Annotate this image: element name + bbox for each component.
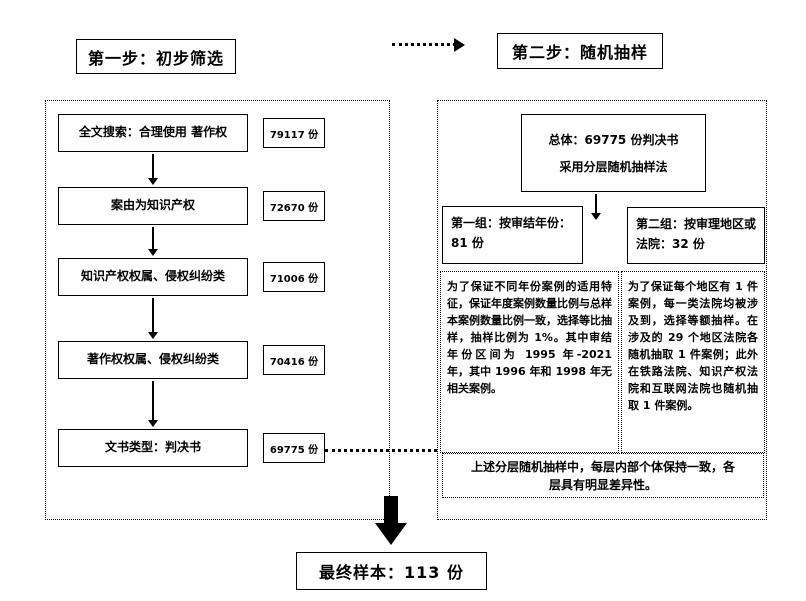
screening-label: 著作权权属、侵权纠纷类 — [58, 341, 248, 379]
down-arrow-icon — [589, 194, 603, 220]
group1-box: 第一组：按审结年份：81 份 — [442, 206, 583, 264]
screening-label: 案由为知识产权 — [58, 187, 248, 225]
population-line1: 总体：69775 份判决书 — [548, 133, 679, 147]
group2-box: 第二组：按审理地区或法院：32 份 — [627, 207, 765, 264]
screening-label: 文书类型：判决书 — [58, 429, 248, 467]
screening-count: 71006 份 — [263, 262, 325, 292]
group1-desc: 为了保证不同年份案例的适用特征，保证年度案例数量比例与总样本案例数量比例一致，选… — [440, 271, 619, 453]
sampling-panel: 总体：69775 份判决书 采用分层随机抽样法 第一组：按审结年份：81 份 第… — [437, 100, 767, 520]
step1-to-step2-dotted-arrow — [392, 38, 470, 52]
population-box: 总体：69775 份判决书 采用分层随机抽样法 — [521, 114, 706, 192]
down-arrow-icon — [146, 381, 160, 427]
step2-title-box: 第二步：随机抽样 — [497, 33, 663, 69]
sampling-note-box: 上述分层随机抽样中，每层内部个体保持一致，各层具有明显差异性。 — [442, 453, 764, 498]
screening-count: 72670 份 — [263, 191, 325, 221]
screening-panel: 全文搜索：合理使用 著作权 79117 份 案由为知识产权 72670 份 知识… — [45, 100, 390, 520]
dotted-line — [392, 43, 456, 46]
screening-count: 79117 份 — [263, 118, 325, 148]
down-arrow-icon — [146, 298, 160, 339]
screening-to-sampling-dotted-line — [325, 449, 437, 452]
screening-row: 全文搜索：合理使用 著作权 79117 份 — [58, 114, 379, 152]
down-arrow-icon — [146, 154, 160, 185]
screening-label: 知识产权权属、侵权纠纷类 — [58, 258, 248, 296]
final-sample-box: 最终样本：113 份 — [296, 552, 487, 590]
screening-row: 文书类型：判决书 69775 份 — [58, 429, 379, 467]
screening-count: 69775 份 — [263, 433, 325, 463]
step1-title-box: 第一步：初步筛选 — [76, 39, 236, 74]
group2-desc: 为了保证每个地区有 1 件案例，每一类法院均被涉及到，选择等额抽样。在涉及的 2… — [621, 271, 765, 453]
population-line2: 采用分层随机抽样法 — [559, 160, 668, 174]
final-down-arrow-icon — [375, 496, 407, 545]
screening-row: 著作权权属、侵权纠纷类 70416 份 — [58, 341, 379, 379]
down-arrow-icon — [146, 227, 160, 256]
screening-count: 70416 份 — [263, 345, 325, 375]
screening-row: 知识产权权属、侵权纠纷类 71006 份 — [58, 258, 379, 296]
screening-label: 全文搜索：合理使用 著作权 — [58, 114, 248, 152]
arrow-right-icon — [454, 38, 465, 52]
screening-row: 案由为知识产权 72670 份 — [58, 187, 379, 225]
